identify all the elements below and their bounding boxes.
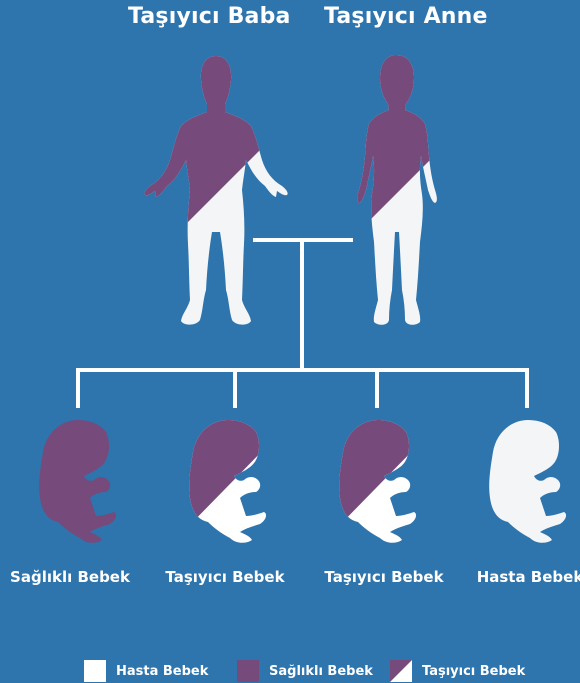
legend-swatch-affected — [84, 660, 106, 682]
legend-swatch-healthy — [237, 660, 259, 682]
legend-item-affected: Hasta Bebek — [84, 660, 208, 682]
child-1-fetus — [39, 420, 116, 543]
legend-item-healthy: Sağlıklı Bebek — [237, 660, 373, 682]
legend-swatch-carrier — [390, 660, 412, 682]
child-2-label: Taşıyıcı Bebek — [150, 568, 300, 586]
mother-figure — [350, 40, 450, 325]
child-3-label: Taşıyıcı Bebek — [309, 568, 459, 586]
legend-label-affected: Hasta Bebek — [116, 664, 208, 679]
child-1-label: Sağlıklı Bebek — [0, 568, 145, 586]
legend-label-carrier: Taşıyıcı Bebek — [422, 664, 525, 679]
legend-label-healthy: Sağlıklı Bebek — [269, 664, 373, 679]
child-2-fetus — [183, 415, 273, 543]
father-figure — [140, 40, 300, 325]
child-3-fetus — [333, 415, 423, 543]
legend-item-carrier: Taşıyıcı Bebek — [390, 660, 525, 682]
child-4-fetus — [489, 420, 566, 543]
connector-lines — [76, 240, 529, 408]
child-4-label: Hasta Bebek — [455, 568, 580, 586]
